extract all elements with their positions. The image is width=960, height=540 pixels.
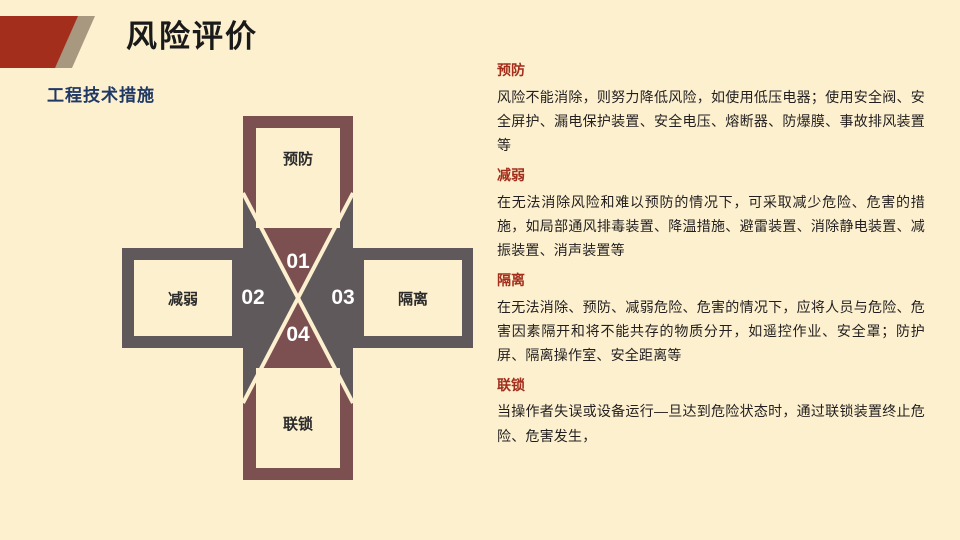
box-top-fill xyxy=(256,128,340,228)
measure-section: 减弱 在无法消除风险和难以预防的情况下，可采取减少危险、危害的措施，如局部通风排… xyxy=(497,165,925,262)
box-bottom-fill xyxy=(256,368,340,468)
measure-title: 减弱 xyxy=(497,166,525,183)
cross-quadrant-diagram: 预防 减弱 隔离 联锁 01 02 03 04 xyxy=(110,108,485,488)
diagram-svg xyxy=(122,116,473,480)
measure-body: 在无法消除、预防、减弱危险、危害的情况下，应将人员与危险、危害因素隔开和将不能共… xyxy=(497,298,925,363)
header-banner xyxy=(0,0,480,100)
measure-body: 在无法消除风险和难以预防的情况下，可采取减少危险、危害的措施，如局部通风排毒装置… xyxy=(497,193,925,258)
measure-title: 预防 xyxy=(497,62,525,78)
measure-section: 预防 风险不能消除，则努力降低风险，如使用低压电器；使用安全阀、安全屏护、漏电保… xyxy=(497,60,925,157)
box-right-fill xyxy=(364,260,462,336)
page-title: 风险评价 xyxy=(126,19,258,54)
diagram-number-03: 03 xyxy=(331,286,355,309)
diagram-box-label-left: 减弱 xyxy=(167,291,198,308)
diagram-number-04: 04 xyxy=(286,323,310,346)
header-khaki-stripe xyxy=(55,16,95,68)
diagram-number-01: 01 xyxy=(286,250,310,273)
measure-section: 隔离 在无法消除、预防、减弱危险、危害的情况下，应将人员与危险、危害因素隔开和将… xyxy=(497,270,925,367)
box-left-fill xyxy=(134,260,232,336)
measures-text-column: 预防 风险不能消除，则努力降低风险，如使用低压电器；使用安全阀、安全屏护、漏电保… xyxy=(497,60,925,456)
measure-body: 风险不能消除，则努力降低风险，如使用低压电器；使用安全阀、安全屏护、漏电保护装置… xyxy=(497,88,925,153)
diagram-box-label-top: 预防 xyxy=(282,151,313,168)
diagram-box-label-bottom: 联锁 xyxy=(282,416,313,433)
diagram-box-label-right: 隔离 xyxy=(397,291,428,308)
quadrant-right-03 xyxy=(298,193,353,403)
diagram-number-02: 02 xyxy=(241,286,265,309)
quadrant-left-02 xyxy=(243,193,298,403)
page-subtitle: 工程技术措施 xyxy=(47,86,155,105)
measure-title: 联锁 xyxy=(497,376,525,393)
measure-section: 联锁 当操作者失误或设备运行—旦达到危险状态时，通过联锁装置终止危险、危害发生， xyxy=(497,375,925,448)
header-decor-shapes xyxy=(0,16,95,68)
measure-body: 当操作者失误或设备运行—旦达到危险状态时，通过联锁装置终止危险、危害发生， xyxy=(497,403,925,444)
measure-title: 隔离 xyxy=(497,271,525,288)
